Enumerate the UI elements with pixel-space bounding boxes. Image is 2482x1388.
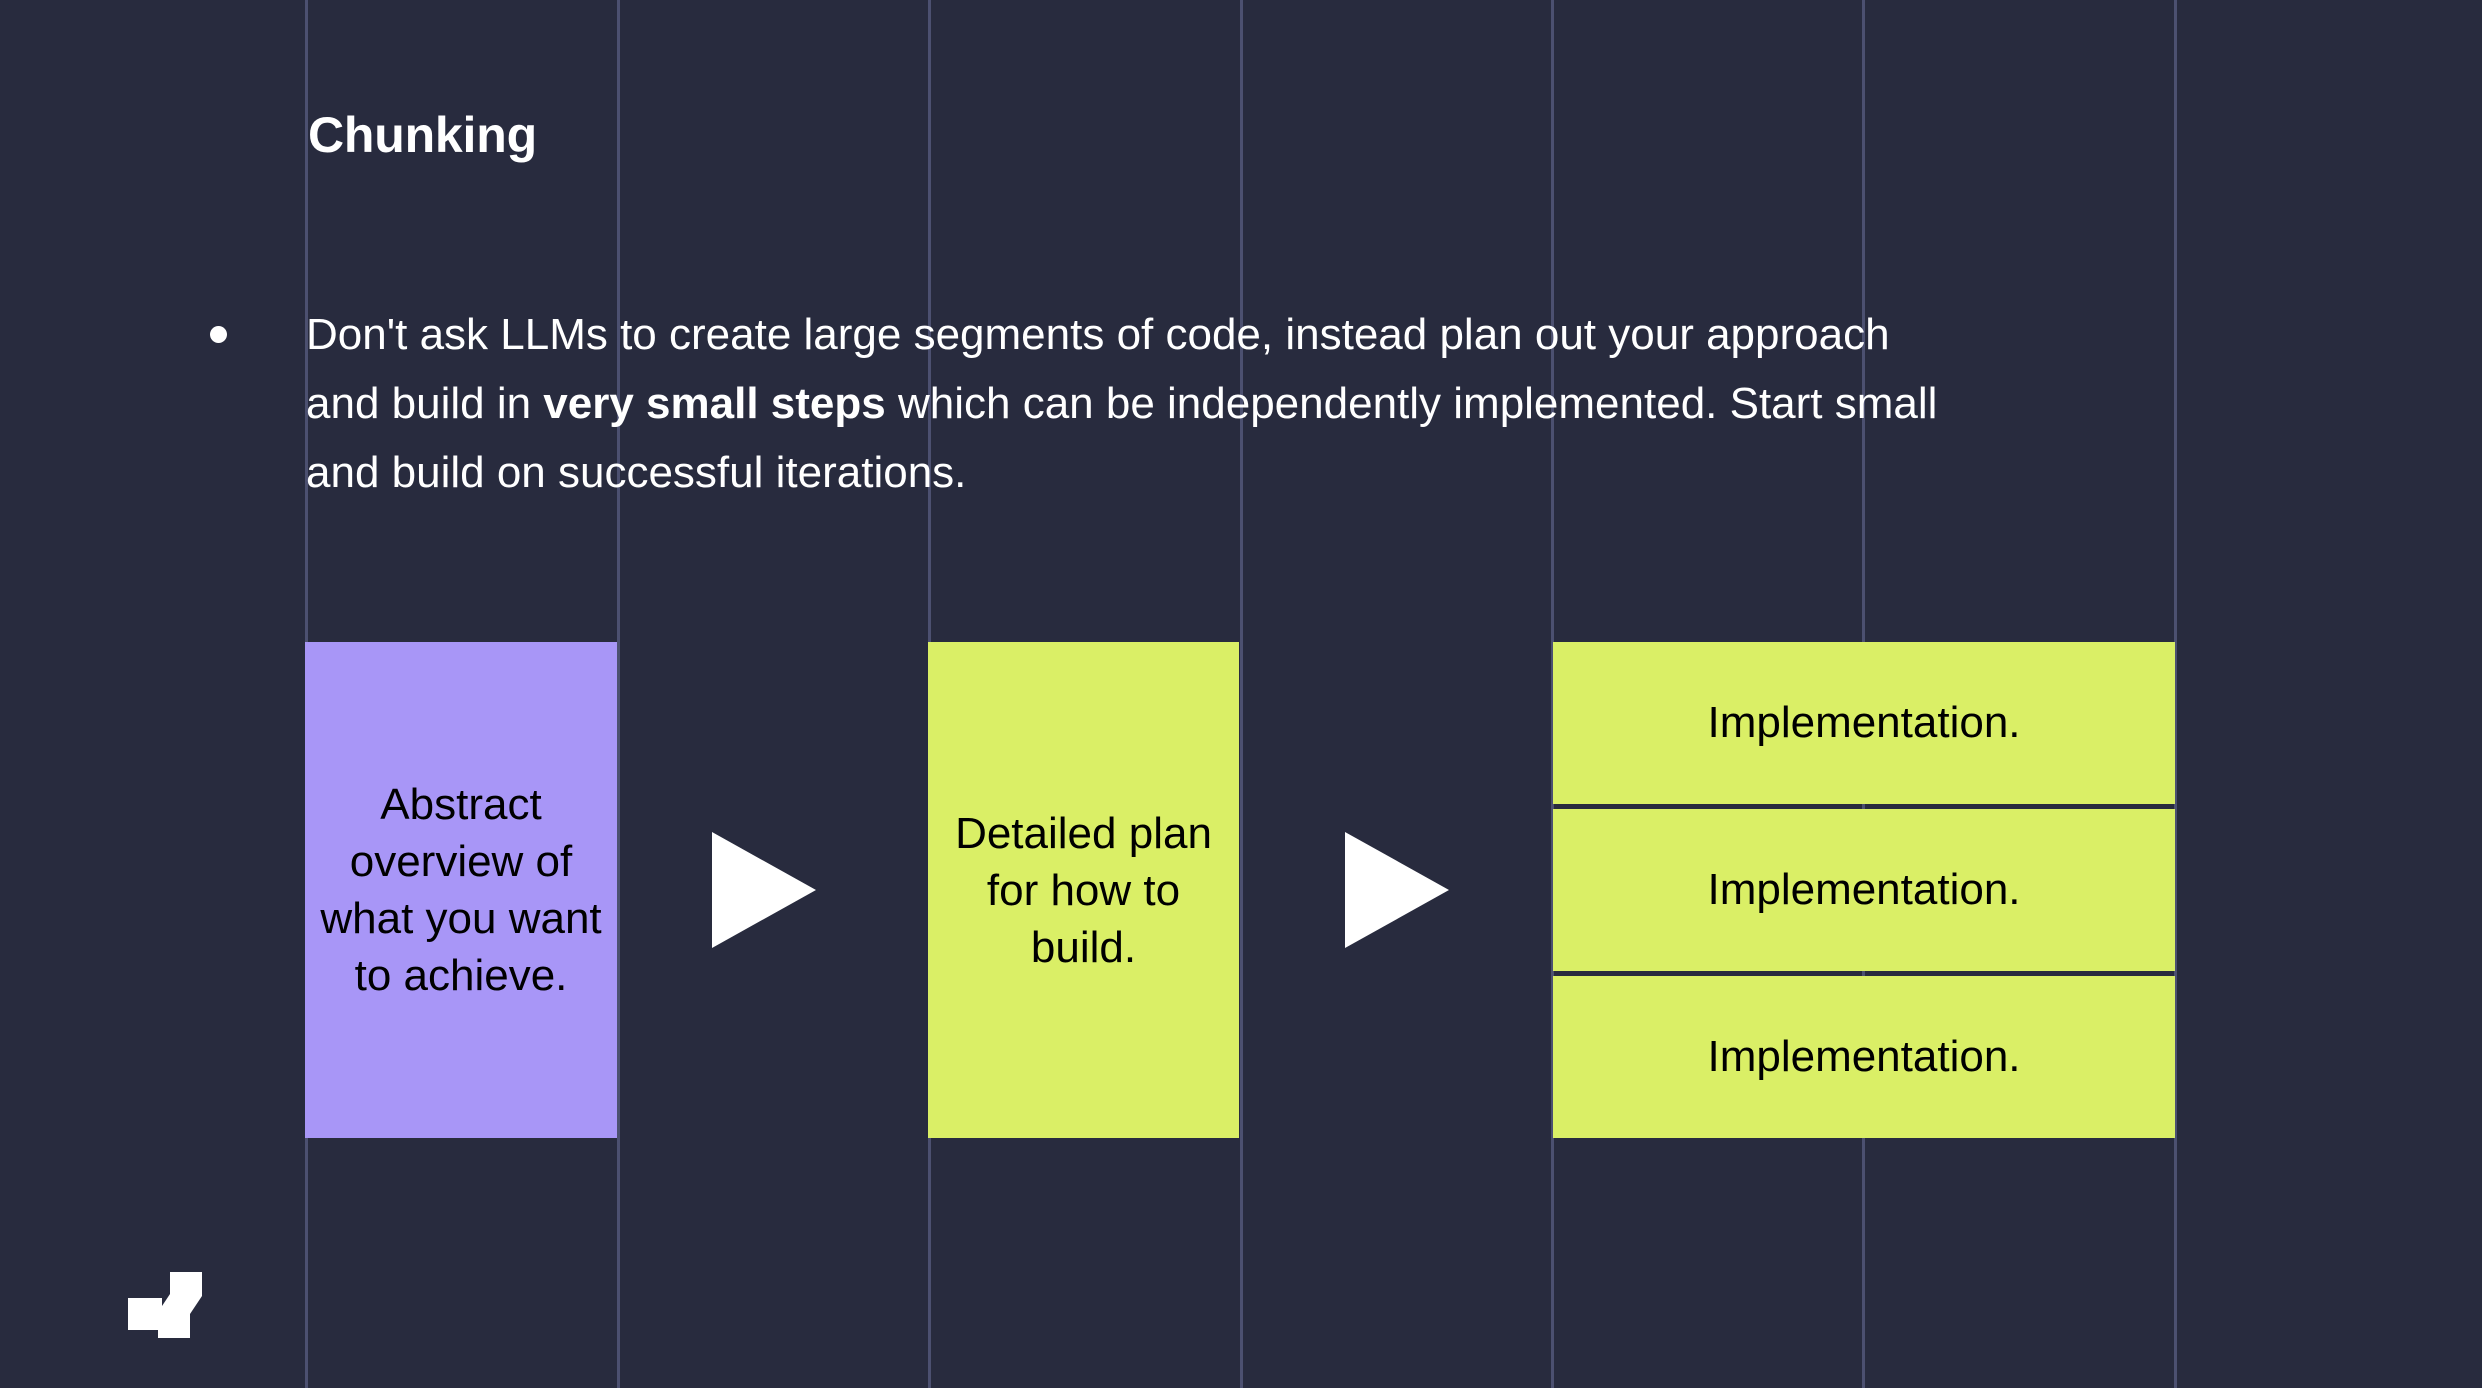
stage-box-plan: Detailed plan for how to build. [928, 642, 1239, 1138]
bullet-text-emphasis: very small steps [543, 379, 886, 428]
implementation-label: Implementation. [1707, 1032, 2021, 1081]
gridline [1240, 0, 1243, 1388]
stage-box-abstract-label: Abstract overview of what you want to ac… [320, 780, 602, 1000]
page-title: Chunking [308, 107, 537, 163]
implementation-label: Implementation. [1707, 698, 2021, 747]
implementation-box: Implementation. [1553, 809, 2175, 971]
brand-logo-icon [128, 1272, 202, 1338]
bullet-dot-icon [210, 326, 227, 343]
implementation-label: Implementation. [1707, 865, 2021, 914]
implementation-box: Implementation. [1553, 642, 2175, 804]
implementation-box: Implementation. [1553, 976, 2175, 1138]
implementation-stack: Implementation. Implementation. Implemen… [1553, 642, 2175, 1138]
bullet-text: Don't ask LLMs to create large segments … [306, 300, 1956, 507]
bullet-text-part-1: Don't ask LLMs to create large segments … [306, 310, 1890, 428]
triangle-right-icon [1345, 832, 1449, 948]
bullet-text-part-2: which can be independently implemented. … [306, 379, 1938, 497]
stage-box-abstract: Abstract overview of what you want to ac… [305, 642, 617, 1138]
triangle-right-icon [712, 832, 816, 948]
gridline [617, 0, 620, 1388]
stage-box-plan-label: Detailed plan for how to build. [955, 808, 1212, 972]
